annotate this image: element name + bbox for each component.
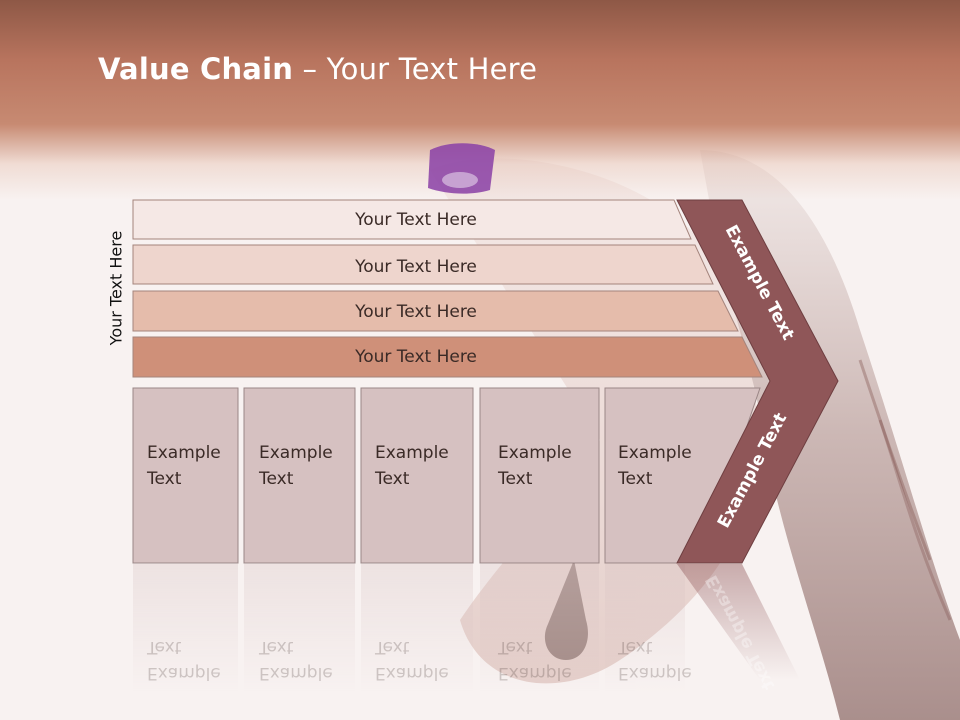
- row-4: Your Text Here: [132, 336, 763, 378]
- row-3-label: Your Text Here: [354, 302, 477, 322]
- activity-boxes: [132, 387, 761, 564]
- title-rest: – Your Text Here: [293, 52, 538, 86]
- row-2: Your Text Here: [132, 244, 714, 285]
- activity-box-1: [132, 387, 239, 564]
- row-1-label: Your Text Here: [354, 210, 477, 230]
- title-bold: Value Chain: [98, 52, 294, 86]
- row-2-label: Your Text Here: [354, 257, 477, 277]
- chevron-reflection: [677, 564, 800, 680]
- activity-box-2: [243, 387, 356, 564]
- row-1: Your Text Here: [132, 199, 692, 240]
- slide-title: Value Chain – Your Text Here: [98, 52, 537, 86]
- boxes-reflection: [133, 564, 685, 694]
- row-3: Your Text Here: [132, 290, 739, 332]
- activity-box-3: [360, 387, 474, 564]
- row-4-label: Your Text Here: [354, 347, 477, 367]
- activity-box-4: [479, 387, 600, 564]
